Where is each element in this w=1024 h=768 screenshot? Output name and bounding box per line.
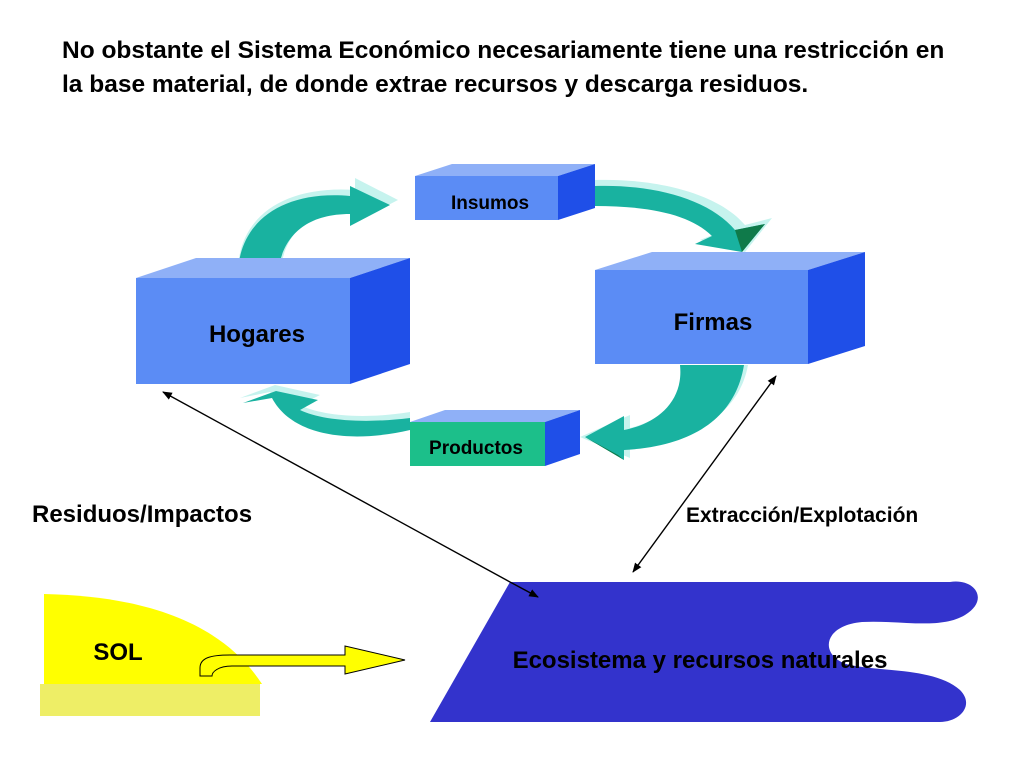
extraccion-arrow [632,375,777,573]
insumos-label: Insumos [451,193,529,214]
slide-title: No obstante el Sistema Económico necesar… [62,37,945,98]
hogares-box: Hogares [136,258,410,384]
residuos-label: Residuos/Impactos [32,501,252,528]
arrow-hogares-to-insumos [238,178,398,272]
hogares-label: Hogares [209,321,305,348]
insumos-box: Insumos [415,164,595,220]
arrow-productos-to-hogares [240,385,410,437]
arrow-insumos-to-firmas [595,179,772,252]
extraccion-label: Extracción/Explotación [686,504,918,527]
arrow-firmas-to-productos [580,365,748,460]
residuos-arrow-tail [509,581,539,598]
ecosystem-shape: Ecosistema y recursos naturales [430,581,978,722]
ecosystem-label: Ecosistema y recursos naturales [513,647,888,674]
productos-box: Productos [410,410,580,466]
firmas-label: Firmas [674,309,753,336]
sol-label: SOL [93,639,142,666]
firmas-box: Firmas [595,252,865,364]
residuos-arrow [162,391,511,583]
productos-label: Productos [429,438,523,459]
sun-shape: SOL [40,594,406,716]
